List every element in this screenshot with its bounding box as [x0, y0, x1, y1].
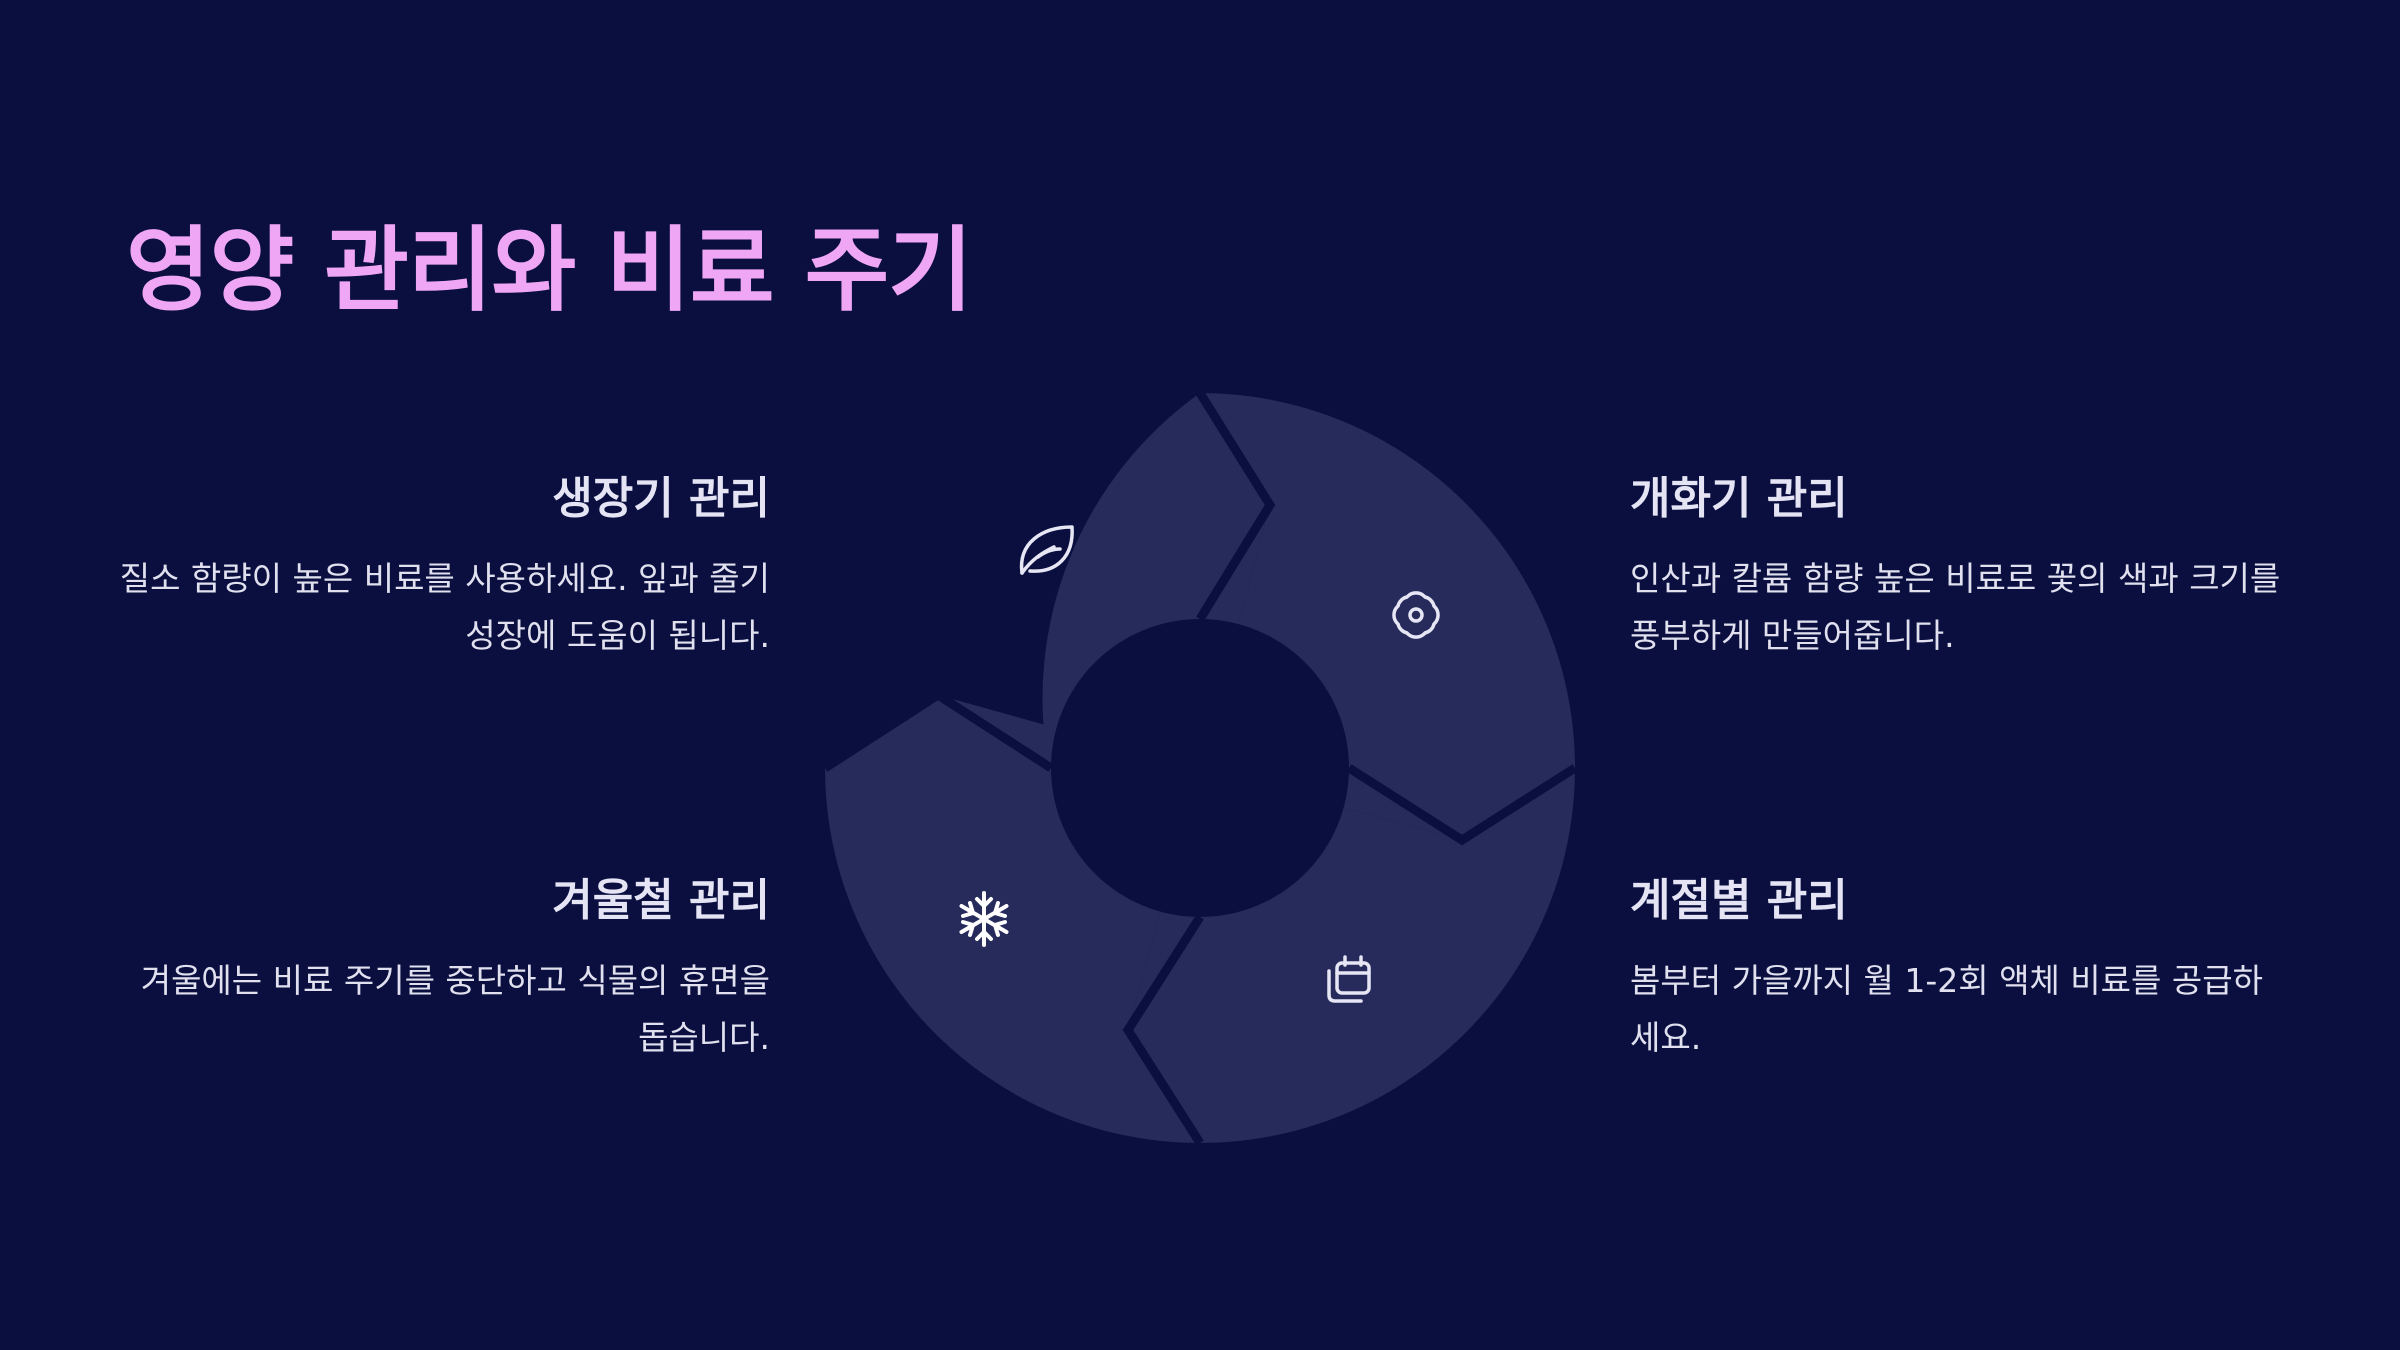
- cycle-segment-winter: [825, 695, 1200, 1143]
- flower-icon: [1392, 591, 1440, 639]
- leaf-icon: [1019, 525, 1074, 575]
- step-description: 겨울에는 비료 주기를 중단하고 식물의 휴면을 돕습니다.: [140, 961, 770, 1057]
- cycle-segment-growth: [1042, 393, 1270, 768]
- cycle-segment-flowering: [1200, 393, 1575, 840]
- step-flowering: 개화기 관리 인산과 칼륨 함량 높은 비료로 꽃의 색과 크기를 풍부하게 만…: [1630, 462, 2290, 664]
- step-heading: 겨울철 관리: [552, 875, 770, 926]
- step-heading: 생장기 관리: [552, 473, 770, 524]
- calendar-icon: [1327, 955, 1371, 1003]
- step-winter: 겨울철 관리 겨울에는 비료 주기를 중단하고 식물의 휴면을 돕습니다.: [110, 864, 770, 1066]
- step-description: 인산과 칼륨 함량 높은 비료로 꽃의 색과 크기를 풍부하게 만들어줍니다.: [1630, 559, 2281, 655]
- step-seasonal: 계절별 관리 봄부터 가을까지 월 1-2회 액체 비료를 공급하세요.: [1630, 864, 2290, 1066]
- step-heading: 개화기 관리: [1630, 473, 1848, 524]
- page-title: 영양 관리와 비료 주기: [126, 217, 973, 324]
- step-growth: 생장기 관리 질소 함량이 높은 비료를 사용하세요. 잎과 줄기 성장에 도움…: [110, 462, 770, 664]
- step-description: 질소 함량이 높은 비료를 사용하세요. 잎과 줄기 성장에 도움이 됩니다.: [119, 559, 770, 655]
- step-heading: 계절별 관리: [1630, 875, 1848, 926]
- snowflake-icon: [959, 891, 1009, 947]
- step-description: 봄부터 가을까지 월 1-2회 액체 비료를 공급하세요.: [1630, 961, 2263, 1057]
- cycle-segment-seasonal: [1128, 768, 1575, 1143]
- cycle-separators: [822, 390, 1578, 1146]
